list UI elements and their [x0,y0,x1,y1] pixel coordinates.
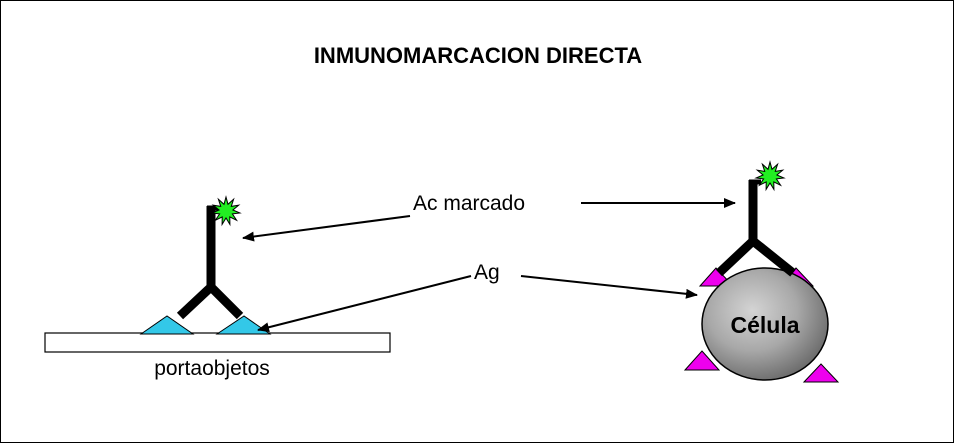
slide [44,332,391,353]
antigen-cell-bottom-left [683,350,721,371]
starburst-icon [210,195,242,227]
slide-group [44,315,391,353]
antibody-left [176,205,244,320]
antigen-label: Ag [474,261,500,284]
antigen-slide-left [139,315,195,335]
antigen-cell-bottom-right [802,363,840,383]
starburst-icon [754,160,786,192]
diagram-title: INMUNOMARCACION DIRECTA [314,43,642,68]
arrow-antigen-left [257,275,472,333]
arrow-antigen-right [520,275,698,299]
cell-label: Célula [730,312,799,338]
slide-label: portaobjetos [154,357,270,380]
antigen-slide-right [215,315,272,335]
arrow-antibody-left [242,215,411,242]
antibody-label: Ac marcado [413,192,525,215]
antibody-right [715,179,796,277]
cell [701,267,829,381]
